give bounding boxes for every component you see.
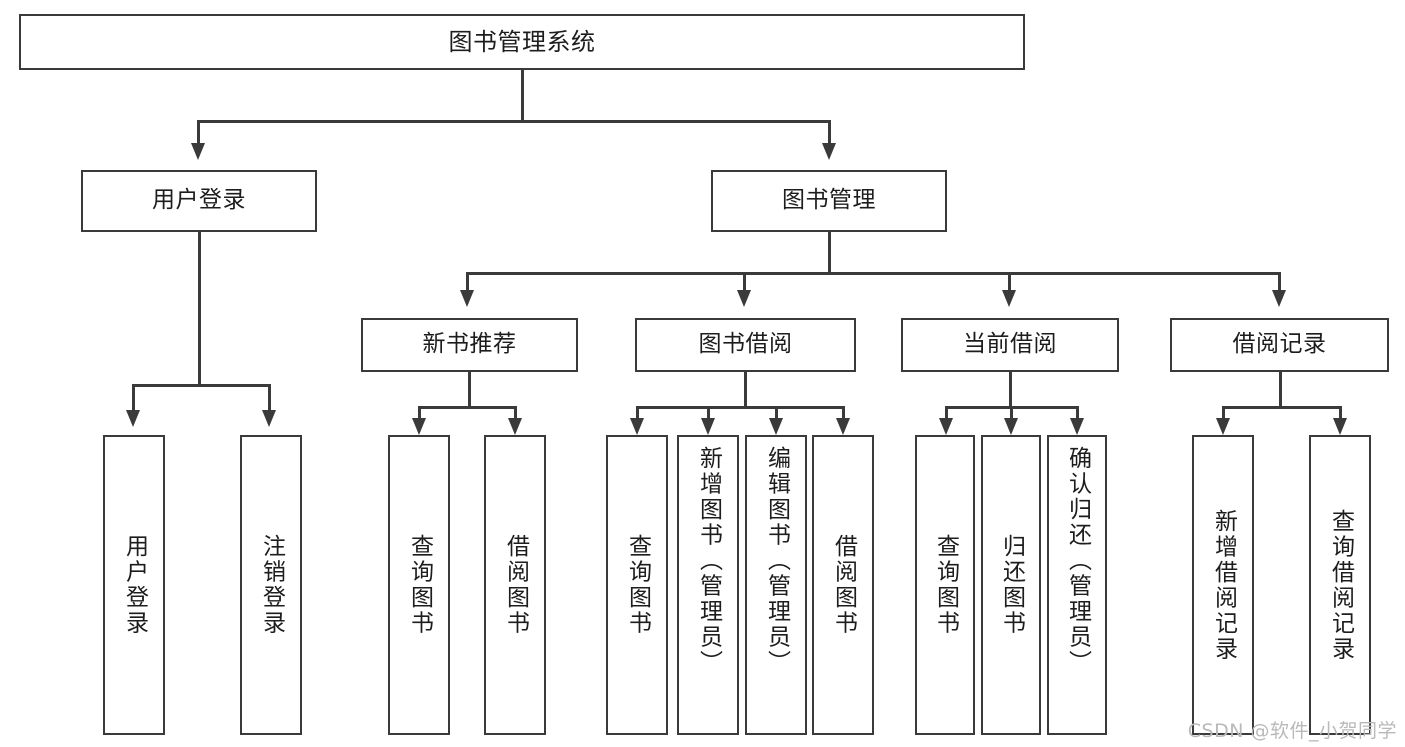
- node-label: 图书管理系统: [448, 27, 596, 56]
- node-label: 查询图书: [624, 534, 651, 636]
- connector-current-borrow-down: [1009, 372, 1012, 408]
- arrowhead-user-login-leaf-1: [126, 410, 140, 427]
- connector-current-borrow-leaf-2: [1010, 406, 1013, 420]
- leaf-borrow-record-query-record[interactable]: 查询借阅记录: [1309, 435, 1371, 735]
- connector-book-management-bus: [466, 272, 1280, 275]
- leaf-user-login[interactable]: 用户登录: [103, 435, 165, 735]
- node-book-management[interactable]: 图书管理: [711, 170, 947, 232]
- node-label: 当前借阅: [963, 331, 1057, 358]
- connector-current-borrow-leaf-3: [1076, 406, 1079, 420]
- node-current-borrow[interactable]: 当前借阅: [901, 318, 1119, 372]
- connector-book-borrow-bus: [636, 406, 844, 409]
- arrowhead-book-management: [822, 143, 836, 160]
- arrowhead-book-borrow-leaf-2: [701, 418, 715, 435]
- connector-book-borrow-leaf-4: [842, 406, 845, 420]
- arrowhead-book-borrow-leaf-1: [630, 418, 644, 435]
- arrowhead-current-borrow-leaf-1: [939, 418, 953, 435]
- node-label: 用户登录: [121, 534, 148, 636]
- connector-current-borrow-leaf-1: [945, 406, 948, 420]
- connector-user-login-leaf-2: [268, 384, 271, 412]
- arrowhead-book-borrow: [737, 290, 751, 307]
- leaf-book-borrow-borrow-book[interactable]: 借阅图书: [812, 435, 874, 735]
- arrowhead-user-login-leaf-2: [262, 410, 276, 427]
- connector-user-login-leaf-1: [132, 384, 135, 412]
- connector-root-down: [521, 70, 524, 122]
- connector-new-book-leaf-1: [418, 406, 421, 420]
- node-label: 用户登录: [152, 187, 246, 214]
- connector-book-borrow-leaf-3: [775, 406, 778, 420]
- arrowhead-borrow-record: [1272, 290, 1286, 307]
- arrowhead-user-login: [191, 143, 205, 160]
- arrowhead-book-borrow-leaf-3: [769, 418, 783, 435]
- node-label: 确认归还（管理员）: [1064, 446, 1091, 676]
- leaf-current-borrow-query-book[interactable]: 查询图书: [915, 435, 975, 735]
- connector-borrow-record-down: [1279, 372, 1282, 408]
- node-new-book-recommend[interactable]: 新书推荐: [361, 318, 578, 372]
- node-label: 编辑图书（管理员）: [763, 446, 790, 676]
- arrowhead-new-book-leaf-1: [412, 418, 426, 435]
- node-user-login[interactable]: 用户登录: [81, 170, 317, 232]
- leaf-logout[interactable]: 注销登录: [240, 435, 302, 735]
- connector-book-borrow-leaf-2: [707, 406, 710, 420]
- connector-borrow-record-bus: [1222, 406, 1341, 409]
- arrowhead-borrow-record-leaf-1: [1216, 418, 1230, 435]
- node-borrow-record[interactable]: 借阅记录: [1170, 318, 1389, 372]
- node-label: 查询图书: [406, 534, 433, 636]
- leaf-book-borrow-edit-book-admin[interactable]: 编辑图书（管理员）: [745, 435, 807, 735]
- connector-to-new-book: [466, 272, 469, 292]
- connector-to-user-login: [197, 120, 200, 145]
- connector-root-bus: [197, 120, 830, 123]
- connector-borrow-record-leaf-1: [1222, 406, 1225, 420]
- leaf-new-book-borrow-book[interactable]: 借阅图书: [484, 435, 546, 735]
- connector-book-management-down: [828, 232, 831, 274]
- arrowhead-borrow-record-leaf-2: [1333, 418, 1347, 435]
- node-label: 借阅记录: [1232, 331, 1327, 358]
- leaf-book-borrow-query-book[interactable]: 查询图书: [606, 435, 668, 735]
- arrowhead-current-borrow-leaf-3: [1070, 418, 1084, 435]
- connector-to-book-borrow: [743, 272, 746, 292]
- connector-borrow-record-leaf-2: [1339, 406, 1342, 420]
- connector-to-book-management: [828, 120, 831, 145]
- node-label: 图书借阅: [698, 331, 793, 358]
- node-label: 新增图书（管理员）: [695, 446, 722, 676]
- connector-book-borrow-down: [744, 372, 747, 408]
- node-label: 图书管理: [782, 187, 876, 214]
- node-label: 新增借阅记录: [1210, 508, 1237, 662]
- connector-user-login-down: [198, 232, 201, 386]
- connector-new-book-down: [468, 372, 471, 408]
- leaf-new-book-query-book[interactable]: 查询图书: [388, 435, 450, 735]
- leaf-current-borrow-confirm-return-admin[interactable]: 确认归还（管理员）: [1047, 435, 1107, 735]
- arrowhead-current-borrow: [1002, 290, 1016, 307]
- node-label: 查询借阅记录: [1327, 508, 1354, 662]
- node-label: 归还图书: [998, 534, 1025, 636]
- connector-new-book-bus: [418, 406, 516, 409]
- node-root-book-management-system[interactable]: 图书管理系统: [19, 14, 1025, 70]
- leaf-borrow-record-add-record[interactable]: 新增借阅记录: [1192, 435, 1254, 735]
- node-label: 新书推荐: [422, 331, 517, 358]
- arrowhead-book-borrow-leaf-4: [836, 418, 850, 435]
- leaf-current-borrow-return-book[interactable]: 归还图书: [981, 435, 1041, 735]
- connector-book-borrow-leaf-1: [636, 406, 639, 420]
- connector-to-borrow-record: [1278, 272, 1281, 292]
- node-label: 借阅图书: [830, 534, 857, 636]
- arrowhead-current-borrow-leaf-2: [1004, 418, 1018, 435]
- node-label: 注销登录: [258, 534, 285, 636]
- connector-new-book-leaf-2: [514, 406, 517, 420]
- node-label: 借阅图书: [502, 534, 529, 636]
- arrowhead-new-book-leaf-2: [508, 418, 522, 435]
- leaf-book-borrow-add-book-admin[interactable]: 新增图书（管理员）: [677, 435, 739, 735]
- arrowhead-new-book: [460, 290, 474, 307]
- node-label: 查询图书: [932, 534, 959, 636]
- node-book-borrow[interactable]: 图书借阅: [635, 318, 856, 372]
- connector-user-login-bus: [132, 384, 270, 387]
- connector-to-current-borrow: [1008, 272, 1011, 292]
